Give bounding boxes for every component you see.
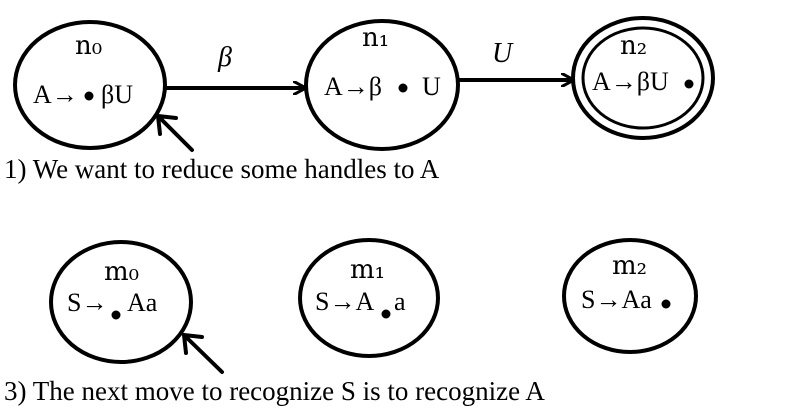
state-n1-dot <box>398 83 408 93</box>
state-n2-name: n₂ <box>620 31 647 61</box>
caption-1: 1) We want to reduce some handles to A <box>4 154 440 184</box>
caption-3: 3) The next move to recognize S is to re… <box>4 376 545 406</box>
state-n0-circle <box>13 20 167 150</box>
state-m0-circle <box>49 240 193 364</box>
state-n1-circle <box>304 19 460 151</box>
state-m0-item-post: Aa <box>127 288 158 317</box>
state-m1-item-pre: S→A <box>315 287 374 316</box>
state-n2-dot <box>684 79 694 89</box>
state-m1-circle <box>298 238 440 358</box>
state-n0-dot <box>84 91 94 101</box>
transition-n0-n1-label: β <box>217 42 232 73</box>
state-n2-item-pre: A→βU <box>592 67 669 96</box>
state-n1-item-post: U <box>422 72 441 101</box>
start-arrow-n0 <box>156 114 194 152</box>
state-m2-name: m₂ <box>612 251 647 281</box>
state-m0-item-pre: S→ <box>67 288 107 317</box>
transition-n1-n2-label: U <box>492 38 514 69</box>
start-arrow-m0 <box>182 333 224 374</box>
state-n0-item-pre: A→ <box>33 80 78 109</box>
state-m1-item-post: a <box>394 287 406 316</box>
state-m1-name: m₁ <box>350 255 385 285</box>
state-m2-dot <box>661 299 671 309</box>
state-n2-inner-circle <box>581 26 705 130</box>
state-n0-name: n₀ <box>75 31 102 61</box>
state-n0-item-post: βU <box>101 80 133 109</box>
state-m1-dot <box>381 309 391 319</box>
state-n2-outer-circle <box>571 16 715 140</box>
state-m0-dot <box>111 310 121 320</box>
state-n1-name: n₁ <box>362 23 389 53</box>
state-m0-name: m₀ <box>104 257 139 287</box>
state-m2-circle <box>562 238 698 354</box>
state-n1-item-pre: A→β <box>324 72 382 101</box>
state-m2-item-pre: S→Aa <box>581 285 652 314</box>
